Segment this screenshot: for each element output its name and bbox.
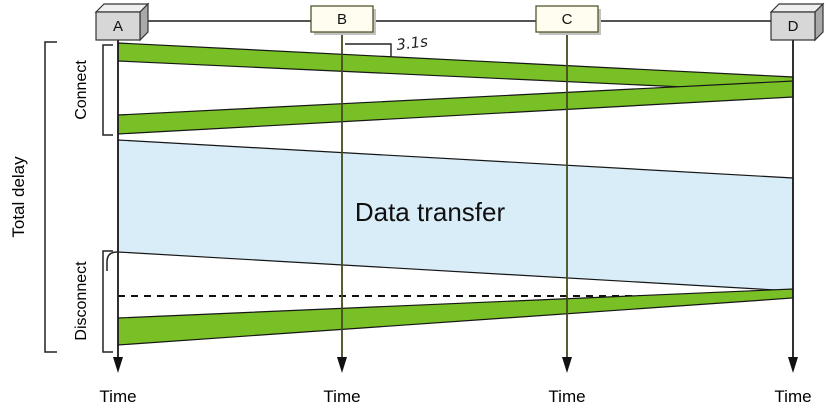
disconnect-label: Disconnect [73, 261, 90, 341]
timeline-b-arrow-icon [337, 357, 347, 373]
node-b-label: B [337, 11, 347, 28]
time-label-d: Time [774, 387, 811, 406]
total-delay-bracket [44, 41, 57, 353]
disconnect-sub-bracket [106, 251, 118, 271]
node-c-box-face [535, 5, 599, 33]
total-delay-label: Total delay [9, 156, 28, 238]
node-c-label: C [562, 11, 573, 28]
time-label-b: Time [323, 387, 360, 406]
annotation-label: 3.1s [395, 32, 429, 54]
timeline-d-arrow-icon [788, 357, 798, 373]
band-connect-request [117, 42, 794, 93]
node-d-box: D [769, 2, 825, 42]
node-d-label: D [788, 18, 799, 35]
band-connect-accept [117, 80, 794, 135]
disconnect-bracket [102, 250, 113, 353]
node-a-box-top [94, 3, 150, 13]
node-b-box-face [310, 5, 374, 33]
node-c-box: C [535, 5, 601, 35]
time-label-a: Time [99, 387, 136, 406]
annotation-bracket [345, 43, 392, 57]
timeline-a-arrow-icon [113, 357, 123, 373]
timeline-c-arrow-icon [562, 357, 572, 373]
node-a-box-face [95, 11, 141, 41]
time-label-c: Time [548, 387, 585, 406]
band-disconnect [117, 288, 794, 346]
node-d-box-face [770, 11, 816, 41]
connect-label: Connect [73, 60, 90, 120]
connect-bracket [102, 44, 113, 136]
node-a-box: A [94, 2, 150, 42]
node-d-box-top [769, 3, 825, 13]
node-a-label: A [113, 18, 123, 35]
data-transfer-label: Data transfer [355, 197, 506, 227]
node-b-box: B [310, 5, 376, 35]
